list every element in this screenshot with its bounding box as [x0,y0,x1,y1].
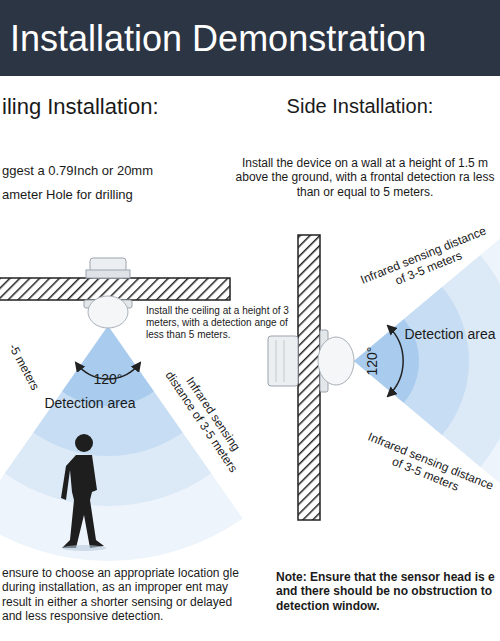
drill-note: ameter Hole for drilling [2,187,232,203]
section-heading: iling Installation: [2,94,222,120]
person-silhouette [61,434,104,548]
drill-note: ggest a 0.79Inch or 20mm [2,163,232,179]
shadow [62,545,106,551]
note-text: Note: Ensure that the sensor head is e a… [276,570,498,613]
ceiling-note: Install the ceiling at a height of 3 met… [146,305,298,341]
detection-band [33,326,182,456]
area-label: Detection area [400,326,500,343]
sensor-dome [318,337,354,385]
install-warning: ensure to choose an appropriate location… [2,566,240,624]
page-title: Installation Demonstration [10,18,426,60]
detection-bands [0,220,500,561]
section-heading: Side Installation: [250,94,470,118]
housing-ridge [284,340,285,382]
angle-label: 120° [364,341,381,381]
angle-label: 120° [83,371,133,388]
sensor-housing [268,336,298,386]
wall [298,235,320,520]
sensor-dome [88,296,128,328]
detection-band [354,287,469,435]
housing-ridge [276,340,277,382]
detection-band [62,326,154,406]
angle-arrow [388,326,403,396]
detection-band [5,326,211,506]
area-label: Detection area [30,395,150,412]
sensor-flange [86,270,130,278]
distance-label: -5 meters [1,333,47,402]
side-note: Install the device on a wall at a height… [232,156,498,199]
